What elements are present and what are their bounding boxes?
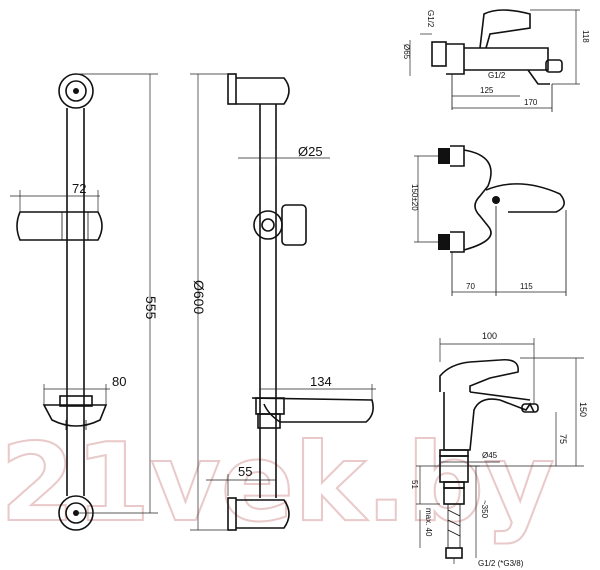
dim-soap-dish: 80: [112, 374, 126, 389]
watermark: 21vek.by: [0, 421, 555, 546]
dim-spout-height: 75: [558, 434, 568, 444]
basin-mixer-view: [439, 358, 539, 559]
dim-thread-bottom: G1/2: [488, 71, 506, 80]
dim-spout-125: 125: [480, 86, 494, 95]
dim-basin-thread: G1/2 (*G3/8): [478, 559, 524, 568]
bath-mixer-side-dimensions: G1/2 Ø65 118 G1/2 125 170: [402, 9, 590, 109]
dim-spout-170: 170: [524, 98, 538, 107]
shower-rail-side-dimensions: Ø600 Ø25 134 55: [190, 73, 376, 531]
shower-rail-dimensions: 72 555 80: [10, 73, 159, 514]
dim-basin-reach: 100: [482, 331, 497, 341]
bath-mixer-top-dimensions: 150±20 70 115: [410, 155, 566, 293]
shower-rail-front-view: [16, 73, 108, 531]
dim-body-diameter: Ø65: [402, 44, 411, 60]
dim-basin-height: 150: [578, 402, 588, 417]
dim-70: 70: [466, 282, 475, 291]
bath-mixer-top-view: [438, 145, 567, 296]
dim-bracket-width: 72: [72, 181, 86, 196]
dim-thread-top: G1/2: [426, 10, 435, 28]
basin-mixer-dimensions: 100 150 75 Ø45 51 max. 40 ~350 G1/2 (*G3…: [410, 331, 588, 568]
dim-115: 115: [520, 282, 533, 291]
dim-height: 118: [581, 30, 590, 43]
dim-centers: 150±20: [410, 184, 419, 211]
bath-mixer-side-view: [431, 9, 563, 112]
dim-basin-base: Ø45: [482, 451, 498, 460]
dim-total-height: 555: [143, 296, 159, 320]
dim-wall-offset: 55: [238, 464, 252, 479]
shower-rail-side-view: [227, 73, 374, 531]
dim-51: 51: [410, 480, 419, 489]
dim-rail-diameter: Ø25: [298, 144, 323, 159]
dim-max40: max. 40: [424, 508, 433, 537]
dim-dish-width: 134: [310, 374, 332, 389]
dim-350: ~350: [480, 500, 489, 519]
dim-rail-length: Ø600: [191, 280, 207, 314]
